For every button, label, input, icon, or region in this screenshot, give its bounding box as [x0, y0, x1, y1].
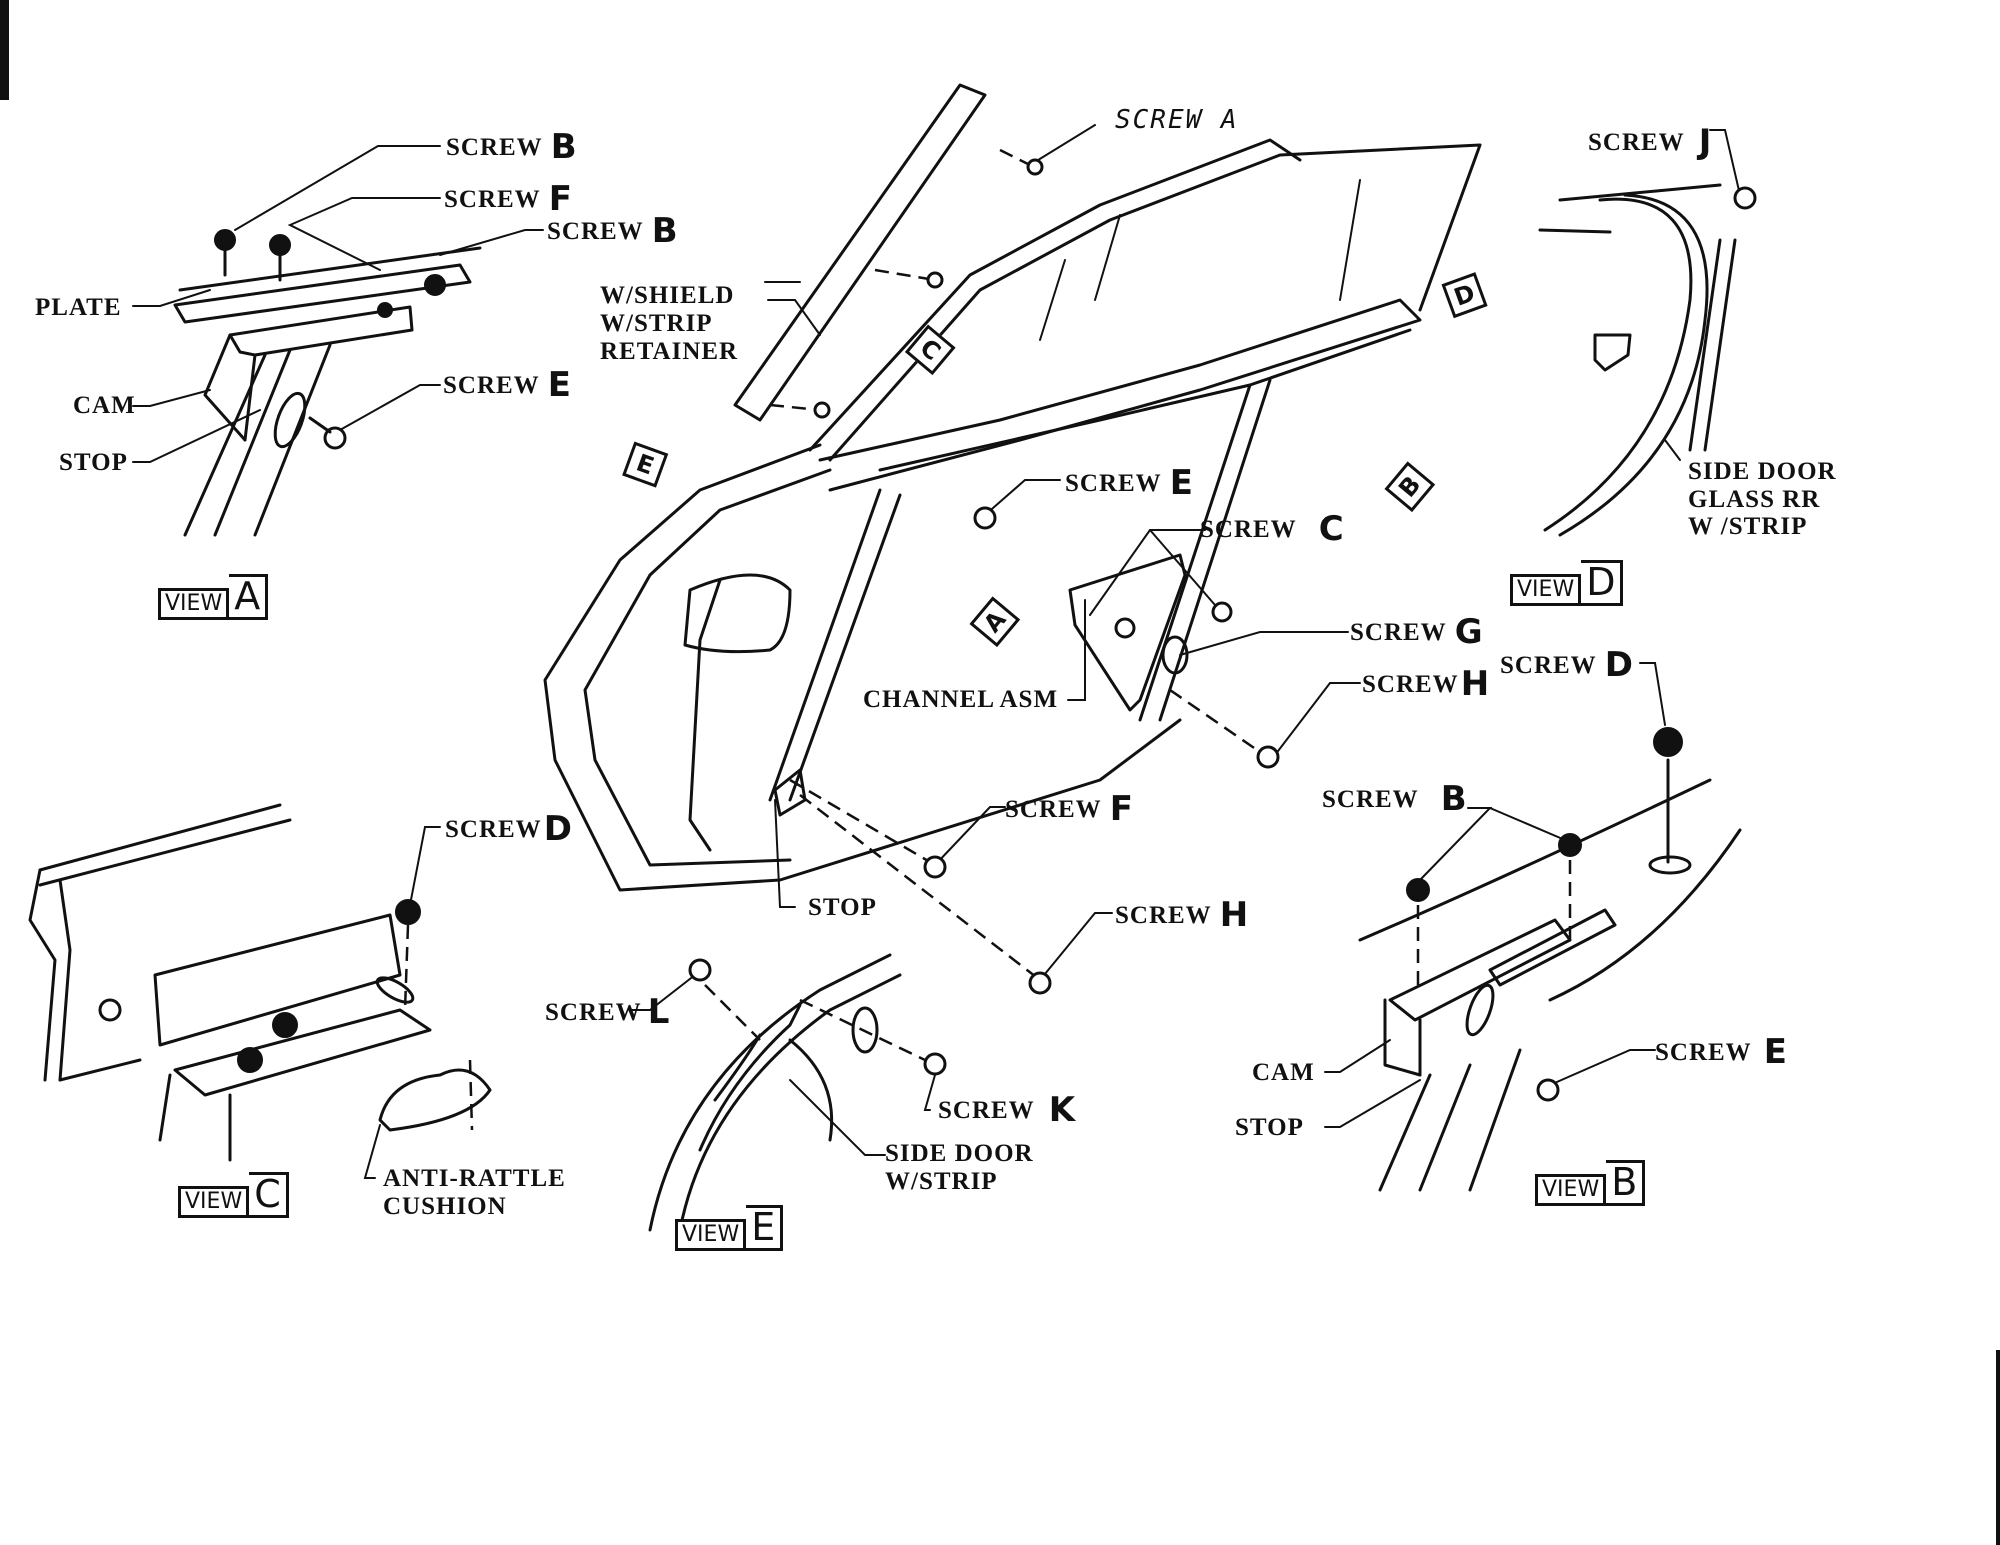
view-word: VIEW — [1510, 573, 1582, 606]
label-anti-rattle-cushion: ANTI-RATTLE CUSHION — [383, 1165, 566, 1220]
label-view-a-cam: CAM — [73, 392, 136, 419]
label-view-e-side-door-w-strip: SIDE DOOR W/STRIP — [885, 1140, 1034, 1195]
label-view-c-screw-d: SCREWD — [445, 809, 573, 849]
view-letter: C — [249, 1172, 289, 1218]
view-word: VIEW — [675, 1218, 747, 1251]
view-c-illustration — [28, 803, 492, 1179]
view-letter: B — [1606, 1160, 1646, 1206]
label-channel-asm: CHANNEL ASM — [863, 686, 1059, 713]
scan-edge-bar-bottom-right — [1996, 1350, 2000, 1545]
view-d-illustration — [1538, 129, 1757, 537]
view-word: VIEW — [1535, 1173, 1607, 1206]
label-view-b-cam: CAM — [1252, 1059, 1315, 1086]
view-b-illustration — [1324, 662, 1742, 1192]
view-letter: E — [746, 1205, 784, 1251]
label-main-screw-h-upper: SCREWH — [1362, 664, 1491, 704]
label-main-stop: STOP — [808, 894, 877, 921]
label-w-shield-retainer: W/SHIELD W/STRIP RETAINER — [600, 282, 739, 365]
view-word: VIEW — [178, 1185, 250, 1218]
label-view-b-stop: STOP — [1235, 1114, 1304, 1141]
view-a-illustration — [132, 145, 544, 537]
main-door-illustration — [543, 83, 1482, 995]
label-view-a-plate: PLATE — [35, 294, 122, 321]
view-word: VIEW — [158, 587, 230, 620]
label-view-a-stop: STOP — [59, 449, 128, 476]
view-letter: A — [229, 574, 269, 620]
view-e-illustration — [629, 953, 947, 1232]
label-screw-a-handwritten: SCREW A — [1115, 105, 1239, 135]
view-letter: D — [1581, 560, 1624, 606]
scan-edge-bar-top-left — [0, 0, 9, 100]
label-side-door-glass-rr: SIDE DOOR GLASS RR W /STRIP — [1688, 458, 1837, 540]
